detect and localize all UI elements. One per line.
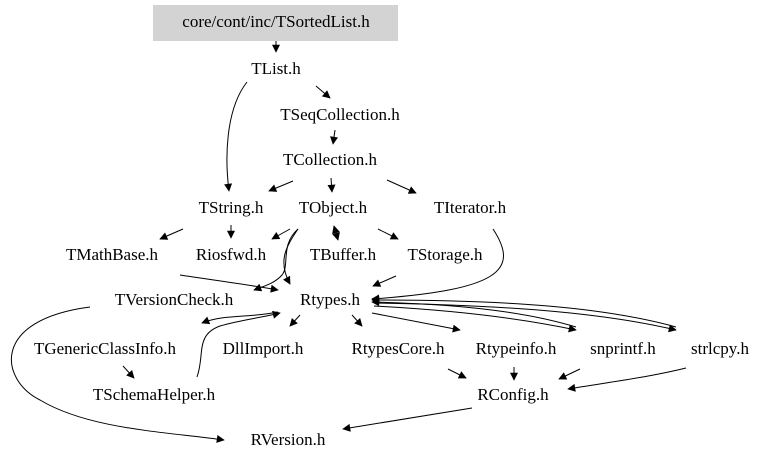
edge-rtypes-rtypeinfo: [371, 312, 461, 333]
edge-snprintf-rconfig: [558, 368, 581, 380]
node-rtypeinfo[interactable]: Rtypeinfo.h: [476, 339, 557, 358]
edge-tseqcollection-tcollection: [330, 129, 338, 145]
edge-tmathbase-rtypes: [179, 274, 279, 293]
node-tcollection[interactable]: TCollection.h: [283, 150, 377, 169]
edge-rtypes-tgenericclassinfo: [201, 311, 279, 325]
edges: [11, 41, 687, 443]
edge-tstring-tmathbase: [159, 228, 184, 240]
node-titerator[interactable]: TIterator.h: [434, 198, 507, 217]
edge-tgenericclassinfo-tschemahelper: [122, 365, 135, 379]
node-snprintf[interactable]: snprintf.h: [590, 339, 656, 358]
nodes: core/cont/inc/TSortedList.h TList.h TSeq…: [34, 5, 749, 449]
edge-tcollection-titerator: [386, 179, 417, 194]
edge-strlcpy-rtypes: [371, 296, 677, 328]
edge-rtypescore-rconfig: [447, 368, 467, 379]
edge-titerator-rtypes: [371, 228, 504, 303]
edge-rtypes-rtypescore: [351, 314, 363, 327]
node-rtypes[interactable]: Rtypes.h: [300, 290, 360, 309]
edge-rconfig-rversion: [342, 407, 473, 432]
edge-rtypes-snprintf: [373, 305, 577, 333]
edge-tlist-tseqcollection: [315, 85, 331, 99]
node-tstorage[interactable]: TStorage.h: [407, 245, 483, 264]
node-tschemahelper[interactable]: TSchemaHelper.h: [93, 385, 216, 404]
node-rtypescore[interactable]: RtypesCore.h: [351, 339, 445, 358]
node-rconfig[interactable]: RConfig.h: [477, 385, 549, 404]
edge-tcollection-tstring: [268, 180, 294, 192]
edge-tobject-riosfwd: [271, 228, 291, 240]
node-riosfwd[interactable]: Riosfwd.h: [196, 245, 267, 264]
root-node-box: [153, 5, 398, 41]
node-tversioncheck[interactable]: TVersionCheck.h: [115, 290, 234, 309]
edge-tcollection-tobject: [327, 177, 336, 193]
edge-tobject-tstorage: [377, 228, 399, 240]
edge-tobject-tversioncheck: [253, 228, 299, 292]
edge-tstorage-rtypes: [372, 275, 397, 287]
edge-tlist-tstring: [224, 81, 248, 192]
edge-tschemahelper-rtypes: [196, 310, 281, 378]
node-root[interactable]: core/cont/inc/TSortedList.h: [182, 12, 370, 31]
node-tlist[interactable]: TList.h: [251, 59, 301, 78]
edge-tobject-rtypes: [283, 228, 299, 285]
edge-tversioncheck-rversion: [11, 306, 225, 443]
node-strlcpy[interactable]: strlcpy.h: [691, 339, 749, 358]
node-dllimport[interactable]: DllImport.h: [223, 339, 304, 358]
edge-snprintf-rtypes: [371, 298, 577, 328]
node-tmathbase[interactable]: TMathBase.h: [66, 245, 159, 264]
edge-tbuffer-tobject: [332, 225, 340, 241]
node-tstring[interactable]: TString.h: [199, 198, 264, 217]
node-tgenericclassinfo[interactable]: TGenericClassInfo.h: [34, 339, 177, 358]
node-tseqcollection[interactable]: TSeqCollection.h: [280, 105, 400, 124]
edge-strlcpy-rconfig: [567, 367, 687, 392]
node-tobject[interactable]: TObject.h: [299, 198, 368, 217]
edge-rtypes-dllimport: [289, 314, 301, 327]
node-tbuffer[interactable]: TBuffer.h: [310, 245, 377, 264]
node-rversion[interactable]: RVersion.h: [251, 430, 326, 449]
